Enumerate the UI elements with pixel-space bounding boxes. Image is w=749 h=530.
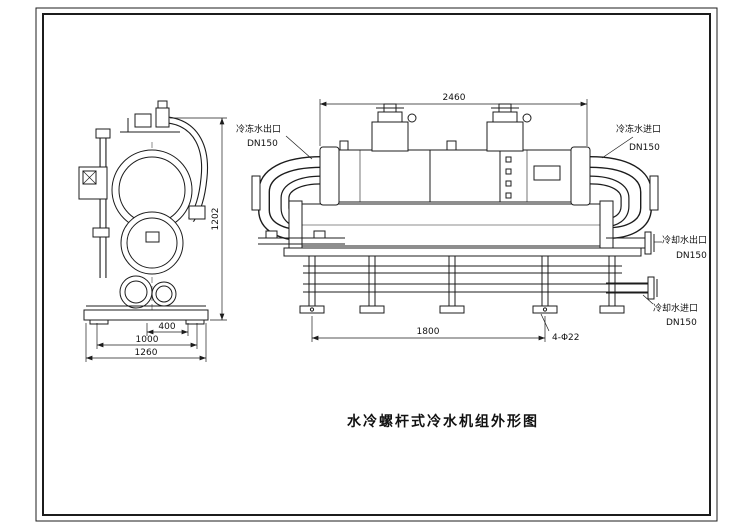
dim-400-text: 400 — [158, 322, 175, 332]
cooling-water-outlet-dn: DN150 — [676, 251, 707, 261]
dim-side-height: 1202 — [170, 117, 227, 321]
foot-holes-text: 4-Φ22 — [552, 333, 580, 343]
front-view — [251, 103, 659, 314]
dim-2460-text: 2460 — [443, 93, 466, 103]
cooling-water-outlet-text: 冷却水出口 — [662, 234, 707, 246]
label-foot-holes: 4-Φ22 — [540, 313, 580, 343]
compressor-right — [486, 103, 532, 152]
cooling-water-inlet-text: 冷却水进口 — [653, 302, 698, 314]
dim-1000-text: 1000 — [136, 335, 159, 345]
label-chilled-water-inlet: 冷冻水进口 DN150 — [601, 123, 661, 159]
label-cooling-water-outlet: 冷却水出口 DN150 — [654, 234, 707, 261]
drawing-title: 水冷螺杆式冷水机组外形图 — [347, 413, 539, 429]
dim-side-widths: 400 1000 1260 — [85, 322, 207, 362]
dim-front-span: 1800 — [311, 316, 546, 342]
legs — [299, 256, 625, 314]
dim-1800-text: 1800 — [417, 327, 440, 337]
chilled-water-inlet-dn: DN150 — [629, 143, 660, 153]
label-cooling-water-inlet: 冷却水进口 DN150 — [642, 294, 698, 328]
chilled-water-inlet-text: 冷冻水进口 — [616, 123, 661, 135]
side-view — [78, 100, 209, 325]
cooling-water-inlet-dn: DN150 — [666, 318, 697, 328]
dim-1260-text: 1260 — [135, 348, 158, 358]
chilled-water-outlet-dn: DN150 — [247, 139, 278, 149]
label-chilled-water-outlet: 冷冻水出口 DN150 — [236, 123, 313, 160]
control-box — [78, 166, 108, 200]
dim-front-length: 2460 — [319, 93, 588, 146]
cooling-water-inlet-port — [606, 276, 658, 300]
dim-side-height-text: 1202 — [211, 208, 221, 231]
cooling-water-outlet-port — [606, 231, 655, 255]
chilled-water-outlet-text: 冷冻水出口 — [236, 123, 281, 135]
compressor-left — [371, 103, 417, 152]
sheet-border — [35, 7, 718, 522]
